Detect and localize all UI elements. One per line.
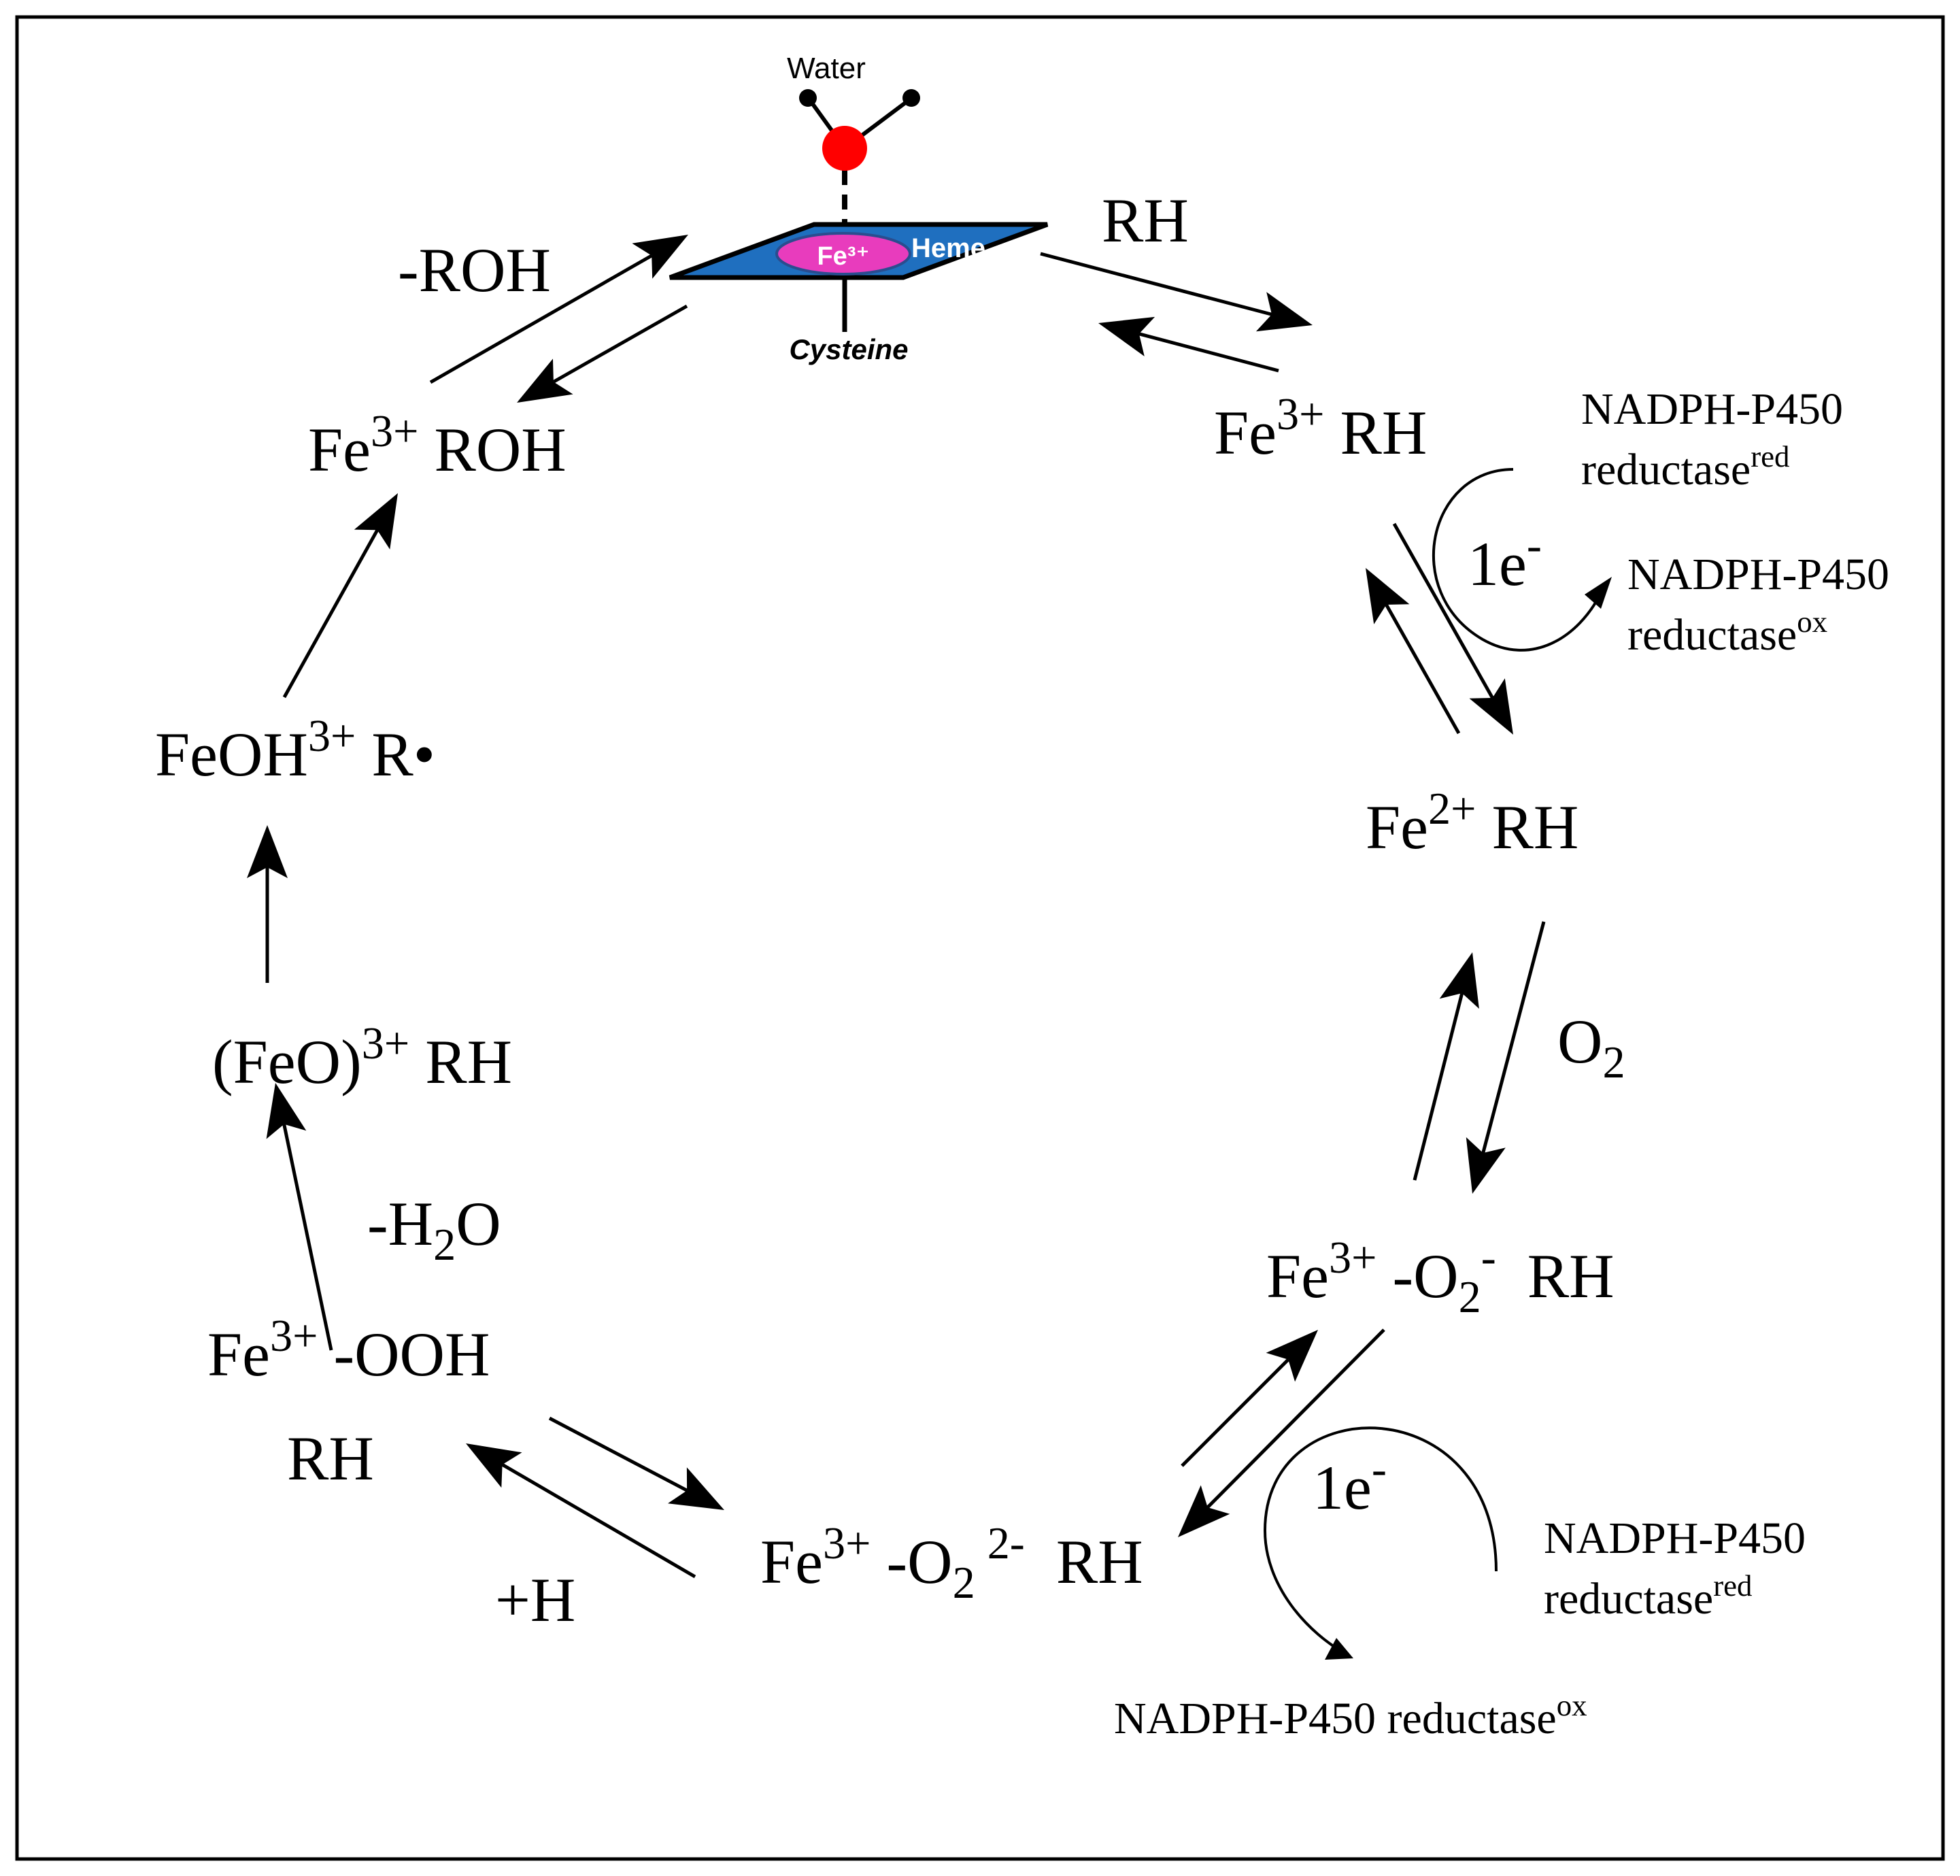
arrow-hydroperoxo-to-ferryl-head — [266, 1083, 307, 1139]
species-fe3-peroxo-rh: Fe3+ -O22- RH — [760, 1519, 1143, 1608]
reductase-red-2-line1: NADPH-P450 — [1544, 1513, 1806, 1563]
reductase-ox-1-line2: reductaseox — [1627, 605, 1827, 660]
arrow-superoxo-to-fe2-rh-head — [1439, 952, 1479, 1009]
water-loss-label: -H2O — [367, 1189, 501, 1270]
electron-transfer-curve-2 — [1263, 1426, 1498, 1658]
water-hydrogen-left — [799, 89, 817, 107]
arrow-fe3-roh-to-heme-shaft — [429, 254, 653, 384]
arrow-peroxo-to-superoxo-head — [1266, 1330, 1318, 1382]
species-fe3-hydroperoxo: Fe3+ -OOH — [207, 1311, 490, 1389]
electron-transfer-curve-1 — [1432, 468, 1603, 652]
first-electron-label: 1e- — [1468, 521, 1542, 599]
electron-transfer-arrowhead-1 — [1585, 577, 1612, 609]
arrow-feoh-to-fe3-roh-shaft — [282, 529, 379, 699]
arrow-peroxo-to-superoxo-shaft — [1181, 1358, 1289, 1467]
species-fe3-hydroperoxo-rh: RH — [287, 1424, 374, 1493]
heme-label: Heme — [911, 233, 985, 263]
reductase-red-1-line1: NADPH-P450 — [1581, 384, 1843, 434]
arrow-superoxo-to-peroxo-head — [1178, 1485, 1230, 1537]
species-fe2-rh: Fe2+ RH — [1366, 784, 1578, 862]
species-ferryl-rh: (FeO)3+ RH — [212, 1019, 512, 1096]
arrow-superoxo-to-fe2-rh-shaft — [1413, 992, 1464, 1181]
reductase-red-2-line2: reductasered — [1544, 1569, 1753, 1624]
arrow-fe2-rh-to-fe3-rh-shaft — [1385, 603, 1461, 735]
reductase-ox-1-line1: NADPH-P450 — [1627, 550, 1889, 599]
arrow-fe3-rh-to-heme-head — [1098, 316, 1155, 356]
arrow-fe3-rh-to-fe2-rh-shaft — [1392, 522, 1494, 699]
reductase-red-2: NADPH-P450 reductasered — [1544, 1513, 1806, 1624]
reductase-ox-1: NADPH-P450 reductaseox — [1627, 550, 1889, 660]
heme-group: Water Fe³⁺ Heme Cysteine — [669, 52, 1049, 365]
species-fe3-superoxo-rh: Fe3+ -O2- RH — [1266, 1233, 1615, 1322]
arrow-fe2-rh-to-fe3-rh-head — [1366, 568, 1410, 624]
arrow-peroxo-to-hydroperoxo-shaft — [501, 1463, 696, 1579]
species-feoh-radical: FeOH3+ R• — [155, 711, 435, 789]
product-release-label: -ROH — [398, 235, 551, 305]
arrow-fe2-rh-to-superoxo-shaft — [1481, 921, 1546, 1154]
cysteine-label: Cysteine — [789, 333, 908, 365]
protonation-label: +H — [495, 1565, 575, 1635]
arrow-hydroperoxo-to-peroxo-head — [668, 1467, 724, 1510]
reductase-red-1: NADPH-P450 reductasered — [1581, 384, 1843, 495]
arrow-fe3-roh-to-heme-head — [632, 235, 688, 279]
water-label: Water — [787, 52, 866, 85]
species-fe3-roh: Fe3+ ROH — [308, 407, 567, 484]
arrow-peroxo-to-hydroperoxo-head — [466, 1443, 522, 1488]
oxygen-binding-label: O2 — [1557, 1007, 1625, 1088]
species-fe3-rh: Fe3+ RH — [1214, 390, 1427, 467]
electron-transfer-arrowhead-2 — [1325, 1638, 1353, 1660]
reductase-red-1-line2: reductasered — [1581, 439, 1790, 495]
arrow-hydroperoxo-to-peroxo-shaft — [548, 1416, 688, 1492]
arrow-fe3-rh-to-heme-shaft — [1138, 332, 1279, 373]
arrow-heme-to-fe3-roh-head — [517, 358, 573, 403]
arrow-superoxo-to-peroxo-shaft — [1206, 1328, 1385, 1509]
arrow-fe2-rh-to-superoxo-head — [1466, 1137, 1506, 1194]
water-hydrogen-right — [902, 89, 920, 107]
water-oxygen-atom — [822, 126, 867, 171]
substrate-binding-label: RH — [1102, 186, 1189, 255]
arrow-ferryl-to-feoh-head — [247, 825, 288, 878]
diagram-frame — [15, 15, 1945, 1861]
arrow-heme-to-fe3-rh-shaft — [1040, 252, 1272, 316]
arrow-hydroperoxo-to-ferryl-shaft — [282, 1124, 333, 1351]
iron-label: Fe³⁺ — [817, 242, 869, 271]
arrow-heme-to-fe3-rh-head — [1255, 292, 1313, 332]
second-electron-label: 1e- — [1313, 1445, 1387, 1522]
reaction-arrows — [247, 235, 1546, 1579]
electron-transfer-curves — [1263, 468, 1612, 1660]
iron-ion — [775, 232, 911, 275]
arrow-feoh-to-fe3-roh-head — [354, 493, 398, 550]
arrow-heme-to-fe3-roh-shaft — [552, 304, 688, 384]
reductase-ox-2: NADPH-P450 reductaseox — [1114, 1688, 1587, 1743]
arrow-fe3-rh-to-fe2-rh-head — [1469, 678, 1513, 735]
